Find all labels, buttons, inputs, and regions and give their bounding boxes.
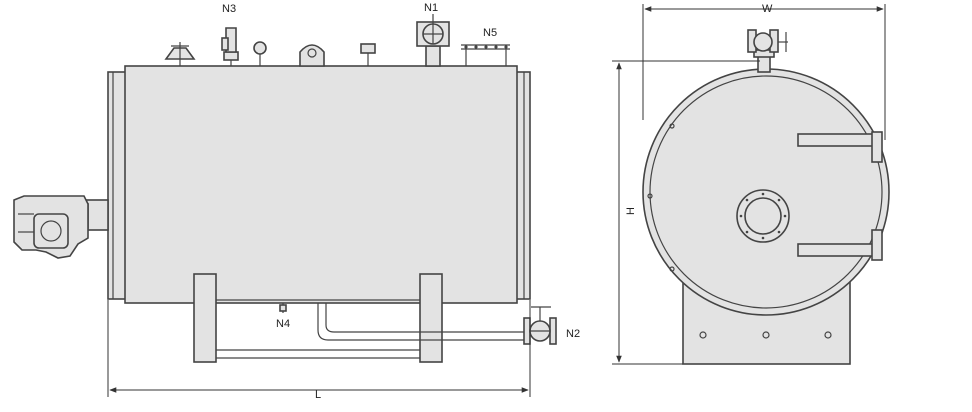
label-height: H bbox=[625, 207, 637, 215]
n2-valve bbox=[523, 306, 557, 345]
boiler-shell bbox=[124, 65, 518, 304]
top-nozzle-valve bbox=[747, 29, 788, 73]
label-n4: N4 bbox=[276, 318, 290, 330]
label-n3: N3 bbox=[222, 3, 236, 15]
manhole bbox=[736, 189, 790, 243]
burner bbox=[13, 195, 109, 259]
label-n5: N5 bbox=[483, 27, 497, 39]
length-dimension bbox=[107, 300, 531, 397]
side-view: N3 N1 N5 N4 N2 L bbox=[13, 2, 580, 401]
right-end-flange bbox=[515, 71, 531, 300]
label-length: L bbox=[315, 389, 321, 401]
label-width: W bbox=[762, 3, 773, 15]
label-n1: N1 bbox=[424, 2, 438, 14]
height-dimension bbox=[612, 60, 760, 365]
bottom-piping bbox=[216, 303, 526, 359]
side-brackets bbox=[797, 131, 883, 261]
width-dimension bbox=[642, 4, 886, 140]
label-n2: N2 bbox=[566, 328, 580, 340]
left-end-flange bbox=[107, 71, 127, 300]
top-fittings bbox=[164, 14, 510, 67]
end-view: W H bbox=[612, 3, 890, 365]
